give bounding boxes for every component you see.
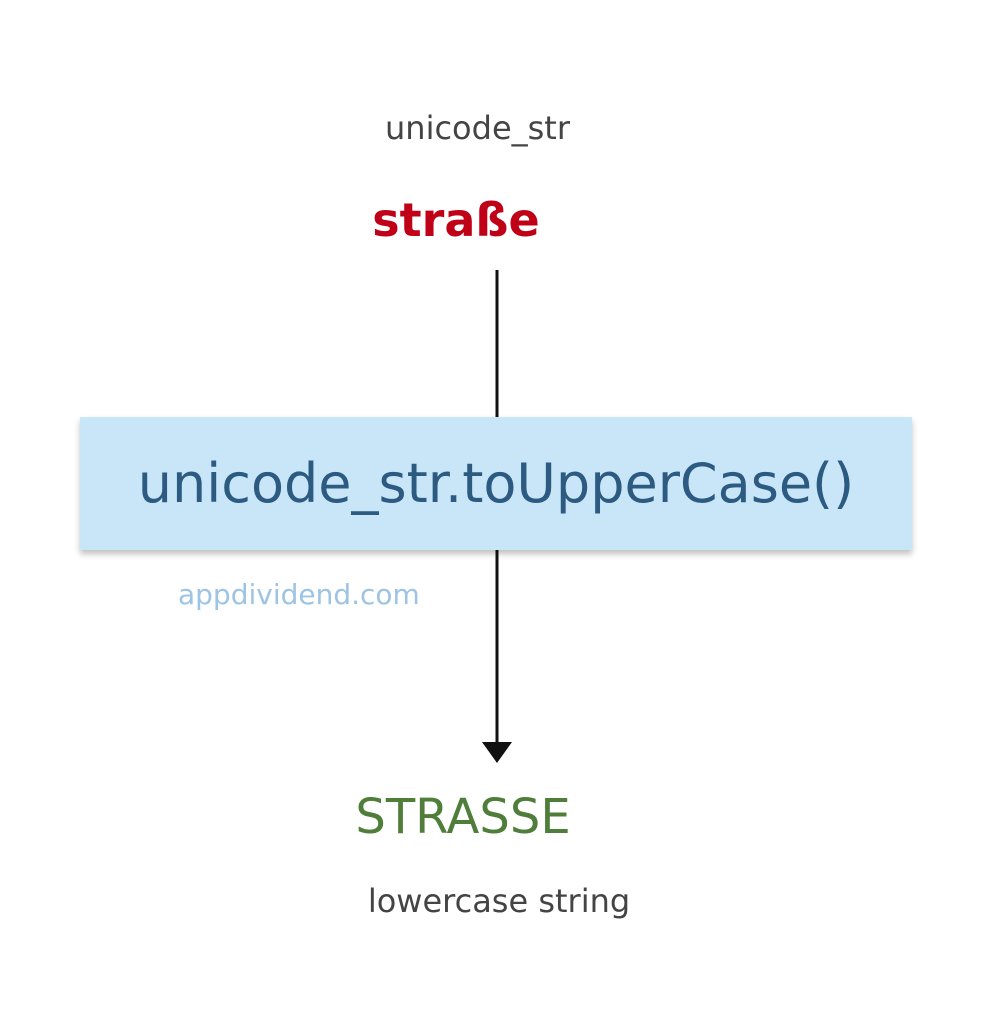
- output-label: lowercase string: [367, 882, 631, 920]
- input-variable-label: unicode_str: [385, 109, 570, 147]
- method-call-text: unicode_str.toUpperCase(): [137, 452, 855, 515]
- watermark: appdividend.com: [178, 578, 420, 611]
- method-box: unicode_str.toUpperCase(): [80, 417, 912, 550]
- input-string-value: straße: [372, 193, 540, 247]
- output-string-value: STRASSE: [355, 789, 571, 845]
- arrow-down-icon: [482, 742, 512, 763]
